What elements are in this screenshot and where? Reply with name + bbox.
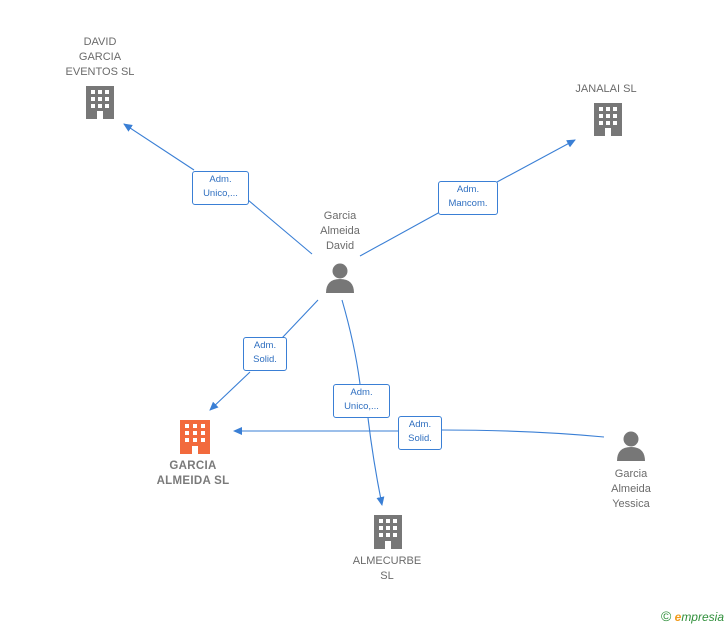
node-label-garcia-almeida-yessica[interactable]: Garcia Almeida Yessica (611, 468, 651, 510)
edge-to-almecurbe (341, 299, 382, 505)
edge-to-david-garcia-eventos (124, 124, 313, 255)
node-label-janalai[interactable]: JANALAI SL (575, 83, 637, 95)
building-icon[interactable] (594, 103, 622, 136)
node-label-garcia-almeida-sl[interactable]: GARCIA ALMEIDA SL (156, 460, 230, 487)
copyright-icon: © (660, 608, 672, 624)
person-icon[interactable] (326, 263, 354, 294)
edge-david-to-garcia-almeida-sl (210, 299, 319, 410)
edge-to-janalai (359, 140, 575, 257)
edge-yessica-to-garcia-almeida-sl (234, 430, 605, 437)
edge-tag-to-almecurbe[interactable]: Adm. Unico,... (333, 384, 390, 418)
node-label-david-garcia-eventos[interactable]: DAVID GARCIA EVENTOS SL (65, 36, 135, 78)
edge-tag-david-to-garcia-almeida-sl[interactable]: Adm. Solid. (243, 337, 287, 371)
building-icon[interactable] (180, 420, 210, 454)
brand-initial: e (674, 610, 682, 624)
person-icon[interactable] (617, 431, 645, 462)
empresia-logo: © empresia (661, 608, 724, 624)
edge-tag-to-david-garcia-eventos[interactable]: Adm. Unico,... (192, 171, 249, 205)
edge-tag-yessica-to-garcia-almeida-sl[interactable]: Adm. Solid. (398, 416, 442, 450)
node-label-garcia-almeida-david[interactable]: Garcia Almeida David (320, 210, 360, 252)
node-label-almecurbe[interactable]: ALMECURBE SL (352, 555, 422, 582)
building-icon[interactable] (86, 86, 114, 119)
edge-tag-to-janalai[interactable]: Adm. Mancom. (438, 181, 498, 215)
building-icon[interactable] (374, 515, 402, 549)
brand-name: mpresia (681, 610, 724, 624)
